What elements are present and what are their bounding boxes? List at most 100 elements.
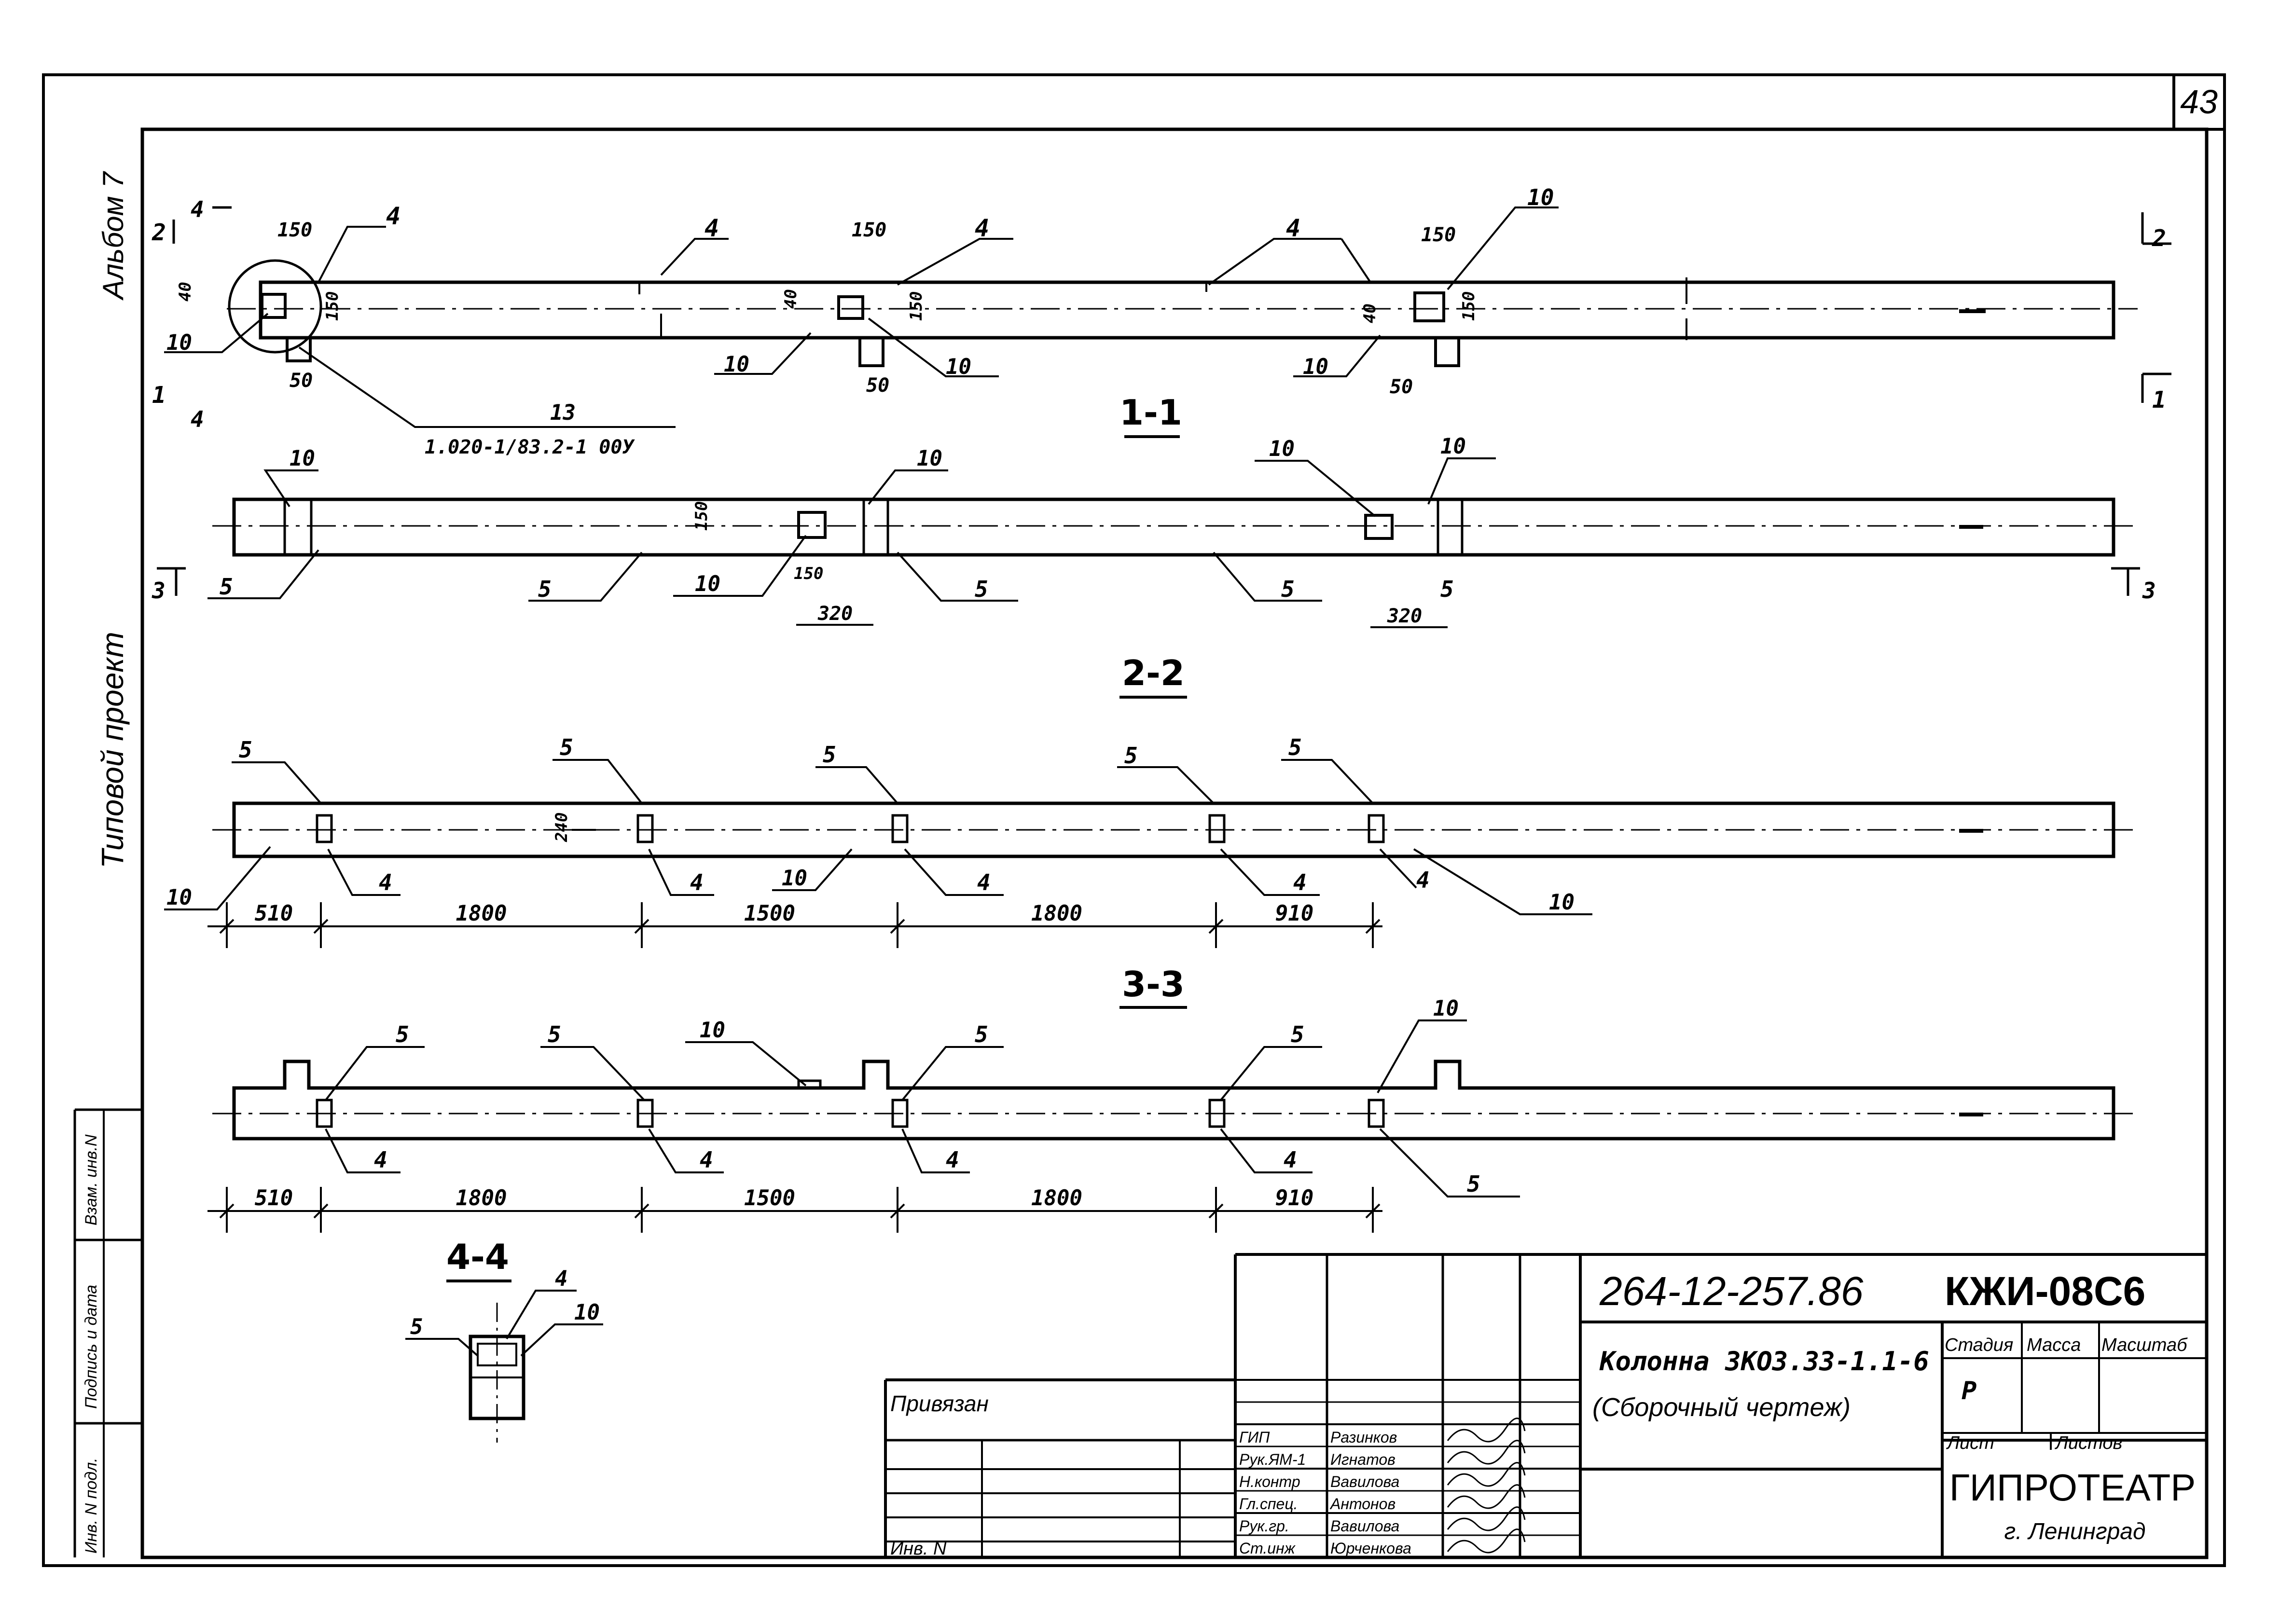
role-label: Ст.инж bbox=[1239, 1540, 1296, 1557]
section-title: 1-1 bbox=[1119, 392, 1182, 433]
signature-scribble bbox=[1447, 1484, 1526, 1509]
leader-5: 5 bbox=[1440, 576, 1454, 602]
leader-10: 10 bbox=[700, 1018, 725, 1043]
dimension-tick bbox=[634, 1187, 649, 1233]
leader-5: 5 bbox=[560, 734, 573, 760]
section-mark-3: 3 bbox=[2142, 578, 2156, 604]
leader-4: 4 bbox=[975, 214, 989, 242]
project-type-label: Типовой проект bbox=[95, 632, 130, 868]
dimension-value: 910 bbox=[1275, 901, 1313, 926]
col-scale: Масштаб bbox=[2101, 1335, 2188, 1355]
outer-frame bbox=[42, 73, 2226, 1567]
leader-5: 5 bbox=[975, 576, 988, 602]
dimension-tick bbox=[313, 1187, 329, 1233]
section-2-2: 2-2 5 5 5 5 5 4 4 4 4 4 10 10 10 bbox=[164, 653, 2138, 948]
leader-10: 10 bbox=[166, 330, 192, 355]
dim-40: 40 bbox=[781, 289, 801, 309]
signature-scribble bbox=[1447, 1528, 1526, 1554]
col-mass: Масса bbox=[2027, 1335, 2081, 1355]
detail-circle bbox=[228, 259, 322, 354]
leader-4: 4 bbox=[386, 202, 401, 230]
leader-10: 10 bbox=[1527, 184, 1554, 210]
person-name: Вавилова bbox=[1330, 1517, 1399, 1535]
dimension-value: 1800 bbox=[1031, 901, 1082, 926]
leader-4: 4 bbox=[977, 869, 991, 895]
section-mark-4: 4 bbox=[191, 406, 204, 432]
leader-5: 5 bbox=[1124, 743, 1138, 769]
section-mark-2: 2 bbox=[152, 219, 166, 246]
leader-4: 4 bbox=[1416, 867, 1430, 893]
section-title: 2-2 bbox=[1122, 653, 1185, 693]
role-label: Н.контр bbox=[1239, 1473, 1300, 1490]
leader-10: 10 bbox=[166, 885, 192, 910]
leader-5: 5 bbox=[1281, 576, 1295, 602]
leader-5: 5 bbox=[975, 1021, 988, 1047]
leader-10: 10 bbox=[782, 866, 807, 891]
leader-10: 10 bbox=[574, 1300, 600, 1325]
album-label: Альбом 7 bbox=[97, 171, 129, 301]
drawing-subtitle: (Сборочный чертеж) bbox=[1592, 1393, 1851, 1422]
sheet-number-box bbox=[2172, 73, 2226, 131]
dim-40: 40 bbox=[176, 282, 195, 302]
leader-4: 4 bbox=[946, 1147, 959, 1173]
leader-10: 10 bbox=[695, 572, 720, 596]
dimension-value: 1800 bbox=[456, 1186, 507, 1211]
sheet-label: Лист bbox=[1946, 1433, 1994, 1453]
dimension-tick bbox=[1208, 902, 1224, 948]
privyazan-label: Привязан bbox=[890, 1391, 989, 1416]
section-title: 4-4 bbox=[446, 1237, 509, 1277]
dimension-value: 1800 bbox=[1031, 1186, 1082, 1211]
leader-10: 10 bbox=[1440, 434, 1466, 459]
dimension-tick bbox=[1208, 1187, 1224, 1233]
stage-value: Р bbox=[1962, 1376, 1976, 1405]
dimension-tick bbox=[1365, 1187, 1381, 1233]
person-name: Игнатов bbox=[1330, 1451, 1396, 1468]
leader-4: 4 bbox=[700, 1147, 713, 1173]
signature-scribble bbox=[1447, 1440, 1526, 1465]
stamp-cell-1: Взам. инв.N bbox=[82, 1134, 100, 1225]
city: г. Ленинград bbox=[2004, 1519, 2145, 1544]
leader-4: 4 bbox=[555, 1266, 568, 1291]
section-mark-1: 1 bbox=[152, 382, 166, 409]
dim-150-vertical: 150 bbox=[323, 291, 342, 321]
section-1-1: 1-1 10 10 10 10 10 5 5 5 5 5 150 150 320… bbox=[152, 392, 2156, 628]
leader-4: 4 bbox=[690, 869, 704, 895]
leader-10: 10 bbox=[1549, 890, 1575, 915]
drawing-code: 264-12-257.86 bbox=[1599, 1268, 1864, 1314]
sheets-label: Листов bbox=[2054, 1433, 2122, 1453]
dim-50: 50 bbox=[1390, 376, 1413, 398]
dim-150: 150 bbox=[852, 219, 886, 241]
leader-10: 10 bbox=[1269, 437, 1295, 461]
leader-10: 10 bbox=[946, 355, 971, 379]
leader-5: 5 bbox=[410, 1315, 423, 1339]
dim-240: 240 bbox=[552, 812, 571, 842]
leader-10: 10 bbox=[724, 352, 749, 377]
dim-150: 150 bbox=[1421, 224, 1456, 246]
dimension-tick bbox=[890, 902, 905, 948]
dim-320: 320 bbox=[1387, 605, 1422, 627]
inventory-label: Инв. N bbox=[890, 1539, 947, 1559]
leader-5: 5 bbox=[1291, 1021, 1304, 1047]
sheet-number: 43 bbox=[2180, 83, 2218, 121]
dimension-value: 510 bbox=[255, 1186, 293, 1211]
role-label: Рук.ЯМ-1 bbox=[1239, 1451, 1306, 1468]
leader-4: 4 bbox=[379, 869, 392, 895]
dim-40: 40 bbox=[1360, 303, 1380, 323]
detail-reference: 1.020-1/83.2-1 00У bbox=[425, 436, 635, 458]
dimension-value: 510 bbox=[255, 901, 293, 926]
section-mark-4: 4 bbox=[191, 196, 204, 222]
leader-4: 4 bbox=[705, 214, 719, 242]
leader-10: 10 bbox=[1303, 355, 1328, 379]
leader-4: 4 bbox=[1286, 214, 1300, 242]
dimension-tick bbox=[634, 902, 649, 948]
dimension-value: 910 bbox=[1275, 1186, 1313, 1211]
leader-5: 5 bbox=[538, 576, 552, 602]
dim-150: 150 bbox=[277, 219, 312, 241]
dim-150-vertical: 150 bbox=[907, 291, 926, 321]
leader-4: 4 bbox=[374, 1147, 387, 1173]
leader-5: 5 bbox=[239, 737, 252, 763]
signature-scribble bbox=[1447, 1506, 1526, 1531]
